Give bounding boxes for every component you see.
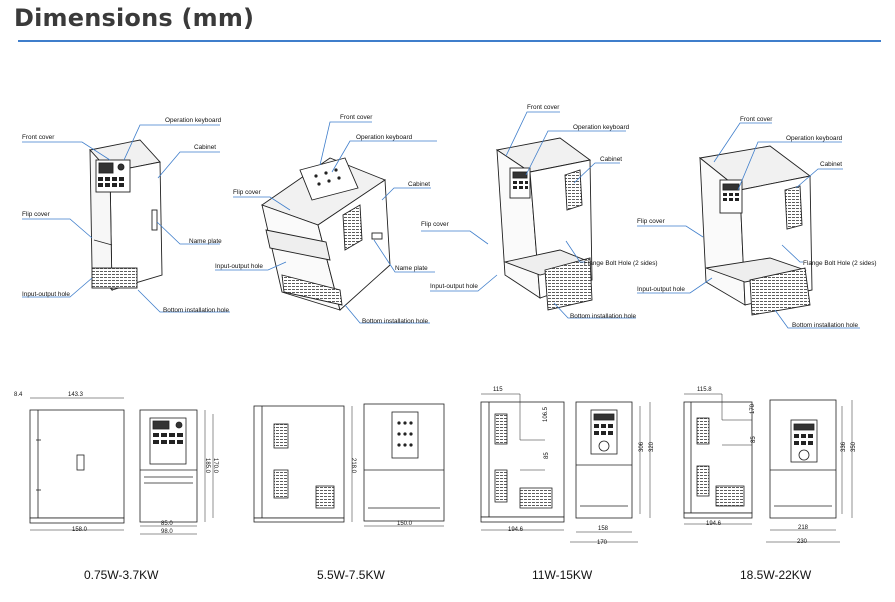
ortho-dims-5-5kw [351, 406, 444, 527]
ortho-side-5-5kw [253, 405, 345, 523]
label-flip-cover-3: Flip cover [421, 221, 450, 228]
dim-front-height-1b: 170.0 [212, 458, 218, 474]
label-cabinet-3: Cabinet [600, 156, 622, 163]
label-bottom-installation-hole-3: Bottom installation hole [570, 313, 637, 320]
label-bottom-installation-hole-4: Bottom installation hole [792, 322, 859, 329]
iso-unit-0-75kw [89, 139, 163, 292]
dim-front-height-4b: 350 [851, 441, 857, 452]
dim-front-height-1a: 185.0 [204, 458, 210, 474]
page-title: Dimensions (mm) [14, 4, 255, 32]
caption-model-4: 18.5W-22KW [740, 568, 812, 582]
label-input-output-hole-1: Input-output hole [22, 291, 70, 298]
label-input-output-hole-4: Input-output hole [637, 286, 685, 293]
iso-unit-18-5kw [698, 145, 813, 316]
dim-front-width-1a: 85.0 [161, 521, 173, 527]
iso-unit-5-5kw [261, 157, 391, 311]
dim-side-depth-4: 194.6 [706, 521, 722, 527]
label-front-cover-1: Front cover [22, 134, 55, 141]
dim-front-height-3a: 306 [639, 441, 645, 452]
label-bottom-installation-hole-2: Bottom installation hole [362, 318, 429, 325]
dim-front-width-4b: 230 [797, 539, 808, 545]
label-cabinet-4: Cabinet [820, 161, 842, 168]
label-flip-cover-4: Flip cover [637, 218, 666, 225]
ortho-side-18-5kw [683, 401, 753, 519]
dim-front-width-4a: 218 [798, 525, 809, 531]
caption-model-2: 5.5W-7.5KW [317, 568, 385, 582]
label-input-output-hole-2: Input-output hole [215, 263, 263, 270]
ortho-front-5-5kw [363, 403, 445, 522]
dim-side-depth-1: 143.3 [68, 392, 84, 398]
label-name-plate-1: Name plate [189, 238, 222, 245]
iso-unit-11kw-leaders [421, 111, 636, 319]
ortho-dims-18-5kw [684, 393, 853, 543]
label-operation-keyboard-2: Operation keyboard [356, 134, 413, 141]
dim-side-offset-1: 8.4 [14, 392, 23, 398]
label-front-cover-4: Front cover [740, 116, 773, 123]
label-front-cover-2: Front cover [340, 114, 373, 121]
ortho-dims-11kw [481, 393, 651, 543]
label-bottom-installation-hole-1: Bottom installation hole [163, 307, 230, 314]
dim-front-width-2: 150.0 [397, 521, 413, 527]
label-cabinet-2: Cabinet [408, 181, 430, 188]
dim-hole-gap-4: 85 [751, 436, 757, 443]
caption-model-3: 11W-15KW [532, 568, 593, 582]
dim-hole-gap-3: 85 [544, 452, 550, 459]
iso-unit-11kw [495, 137, 593, 311]
ortho-front-18-5kw [769, 399, 837, 519]
label-cabinet-1: Cabinet [194, 144, 216, 151]
label-name-plate-2: Name plate [395, 265, 428, 272]
dim-front-width-1b: 98.0 [161, 529, 173, 535]
dim-top-offset-4: 115.8 [697, 387, 712, 393]
label-operation-keyboard-1: Operation keyboard [165, 117, 222, 124]
dim-front-width-3b: 170 [597, 540, 608, 546]
dim-side-height-2: 218.0 [350, 458, 356, 474]
label-input-output-hole-3: Input-output hole [430, 283, 478, 290]
label-operation-keyboard-3: Operation keyboard [573, 124, 630, 131]
label-flange-bolt-hole-4: Flange Bolt Hole (2 sides) [803, 260, 877, 267]
dim-side-base-1: 158.0 [72, 527, 88, 533]
iso-unit-5-5kw-leaders [215, 121, 437, 324]
iso-unit-18-5kw-leaders [637, 122, 860, 329]
ortho-side-11kw [480, 401, 565, 523]
dim-hole-offset-3: 106.5 [543, 406, 549, 422]
label-flange-bolt-hole-3: Flange Bolt Hole (2 sides) [584, 260, 658, 267]
caption-model-1: 0.75W-3.7KW [84, 568, 159, 582]
dim-front-height-3b: 320 [649, 441, 655, 452]
dim-front-height-4a: 336 [841, 441, 847, 452]
dim-hole-offset-4: 170 [750, 403, 756, 414]
dim-front-width-3a: 158 [598, 526, 609, 532]
label-flip-cover-2: Flip cover [233, 189, 262, 196]
label-flip-cover-1: Flip cover [22, 211, 51, 218]
ortho-dims-0-75kw [30, 397, 214, 535]
dim-top-offset-3: 115 [493, 387, 503, 393]
ortho-side-0-75kw [29, 409, 125, 524]
iso-unit-0-75kw-leaders [22, 124, 230, 313]
title-underline [18, 40, 881, 42]
label-operation-keyboard-4: Operation keyboard [786, 135, 843, 142]
dim-side-depth-3: 194.6 [508, 527, 524, 533]
ortho-front-11kw [575, 401, 633, 519]
ortho-front-0-75kw [139, 409, 198, 523]
label-front-cover-3: Front cover [527, 104, 560, 111]
